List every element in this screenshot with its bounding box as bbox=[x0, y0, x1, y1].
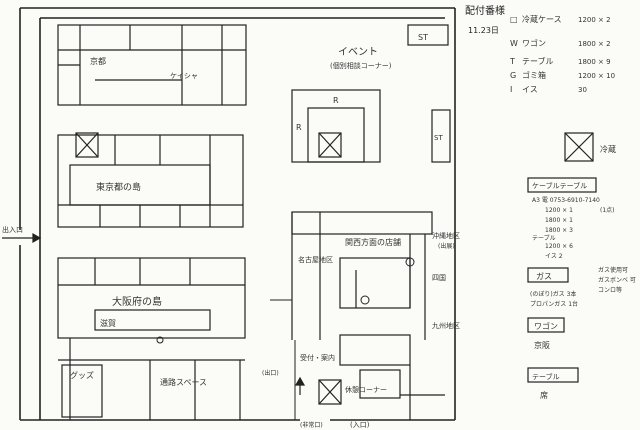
note-box1-label: 冷蔵 bbox=[600, 144, 616, 154]
booth-block-north bbox=[57, 24, 247, 106]
legend: □ 冷蔵ケース 1200 × 2 W ワゴン 1800 × 2 T テーブル 1… bbox=[509, 14, 615, 94]
booth-block-east bbox=[291, 211, 445, 420]
note-box2-title: ケーブルテーブル bbox=[532, 181, 587, 190]
note-box5-line: 席 bbox=[540, 390, 548, 400]
legend-sym-0: □ bbox=[510, 15, 518, 24]
exit-label: (出口) bbox=[262, 369, 279, 377]
legend-sym-3: G bbox=[510, 71, 516, 80]
note-box2-line1: (1点) bbox=[600, 206, 615, 214]
note-box3-side0: ガス使用可 bbox=[598, 266, 628, 274]
legend-name-2: テーブル bbox=[522, 56, 554, 66]
note-boxes bbox=[527, 177, 597, 383]
event-sublabel: (個別相談コーナー) bbox=[330, 61, 392, 70]
stage-right-label: ST bbox=[434, 134, 443, 142]
note-box3-line0: (のぼり)ガス 3本 bbox=[530, 290, 576, 298]
note-box2-line7: イス 2 bbox=[545, 253, 563, 260]
legend-name-1: ワゴン bbox=[522, 38, 546, 48]
note-box3-side1: ガスボンベ 可 bbox=[598, 276, 636, 284]
sheet-date: 11.23日 bbox=[468, 26, 499, 35]
note-box2-line6: テーブル bbox=[532, 234, 556, 242]
info-label: 受付・案内 bbox=[300, 353, 335, 362]
door-arrows bbox=[2, 232, 306, 395]
note-box4-title: ワゴン bbox=[534, 321, 558, 331]
kansai-row-label: 滋賀 bbox=[100, 318, 116, 328]
booth-block-central bbox=[57, 134, 244, 228]
legend-dims-1: 1800 × 2 bbox=[578, 40, 611, 48]
event-r2-label: R bbox=[296, 123, 302, 132]
note-box3-line1: プロパンガス 1台 bbox=[530, 300, 578, 308]
note-box3-side2: コンロ等 bbox=[598, 286, 622, 294]
event-label: イベント bbox=[338, 46, 378, 58]
pillar-markers bbox=[75, 132, 594, 405]
note-box4-line: 京阪 bbox=[534, 340, 550, 350]
hall4-label: 九州地区 bbox=[432, 321, 460, 330]
tokyo-block-label: 東京都の島 bbox=[96, 181, 141, 193]
entrance-label: (入口) bbox=[350, 421, 370, 429]
event-r1-label: R bbox=[333, 96, 339, 105]
corridor-lines bbox=[156, 257, 415, 420]
legend-sym-2: T bbox=[509, 57, 515, 66]
lounge-label: 休憩コーナー bbox=[345, 385, 387, 394]
legend-dims-2: 1800 × 9 bbox=[578, 58, 611, 66]
note-box2-line4: 1800 × 3 bbox=[545, 227, 573, 234]
legend-name-3: ゴミ箱 bbox=[522, 70, 546, 80]
booth-row-bottom bbox=[58, 359, 245, 420]
hall5-label: 沖縄地区 bbox=[432, 231, 460, 240]
stage-top-label: ST bbox=[418, 33, 428, 42]
north-aisle-label: ケイシャ bbox=[170, 72, 198, 80]
legend-dims-4: 30 bbox=[578, 86, 587, 94]
goods-label: グッズ bbox=[70, 370, 94, 380]
hall1-label: 関西方面の店舗 bbox=[345, 237, 401, 247]
hall2-label: 名古屋地区 bbox=[298, 255, 333, 264]
left-door-label: 出入口 bbox=[2, 225, 23, 234]
hall-outline bbox=[19, 7, 456, 421]
sheet-title: 配付番様 bbox=[465, 4, 505, 17]
north-block-label: 京都 bbox=[90, 56, 106, 66]
legend-name-0: 冷蔵ケース bbox=[522, 14, 562, 24]
event-area bbox=[291, 24, 451, 163]
osaka-block-label: 大阪府の島 bbox=[112, 295, 162, 308]
legend-name-4: イス bbox=[522, 85, 538, 94]
note-box2-line2: 1200 × 1 bbox=[545, 207, 573, 214]
passage-label: 通路スペース bbox=[160, 377, 207, 387]
hall3-label: 四国 bbox=[432, 274, 446, 282]
note-box5-title: テーブル bbox=[532, 372, 560, 381]
hall5-sublabel: (出展) bbox=[438, 242, 455, 250]
legend-sym-1: W bbox=[510, 39, 518, 48]
note-box2-line5: 1200 × 6 bbox=[545, 243, 573, 250]
booth-block-south bbox=[57, 257, 246, 420]
legend-sym-4: I bbox=[510, 85, 512, 94]
legend-dims-3: 1200 × 10 bbox=[578, 72, 615, 80]
note-box2-line0: A3 電 0753-6910-7140 bbox=[532, 197, 600, 204]
legend-dims-0: 1200 × 2 bbox=[578, 16, 611, 24]
note-box2-line3: 1800 × 1 bbox=[545, 217, 573, 224]
bottom-door-label: (非常口) bbox=[300, 421, 323, 429]
note-box3-title: ガス bbox=[536, 271, 552, 281]
